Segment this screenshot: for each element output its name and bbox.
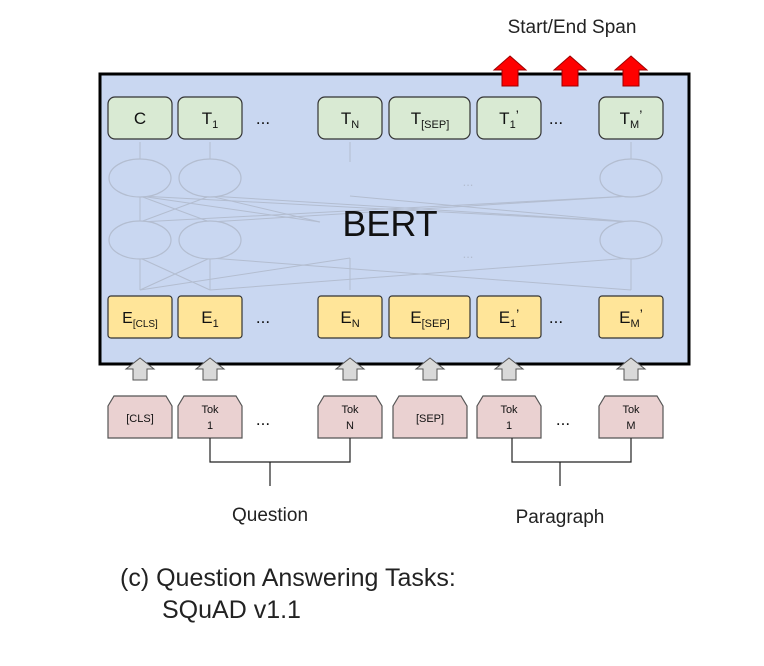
- bert-label: BERT: [342, 203, 437, 244]
- up-arrow-icon: [414, 357, 446, 381]
- svg-text:TM’: TM’: [620, 107, 643, 131]
- svg-text:EM’: EM’: [619, 306, 643, 330]
- hidden-ellipsis-1: ...: [463, 174, 474, 189]
- input-ellipsis-2: ...: [556, 410, 570, 429]
- svg-text:C: C: [134, 109, 146, 128]
- figure-caption: (c) Question Answering Tasks: SQuAD v1.1: [120, 562, 456, 626]
- up-arrow-icon: [334, 357, 366, 381]
- caption-line-2: SQuAD v1.1: [162, 596, 301, 624]
- caption-line-1: (c) Question Answering Tasks:: [120, 564, 456, 592]
- svg-text:E[SEP]: E[SEP]: [410, 308, 449, 330]
- embedding-sep: E[SEP]: [388, 295, 471, 339]
- svg-text:M: M: [626, 420, 635, 432]
- hidden-neurons: [108, 158, 663, 260]
- svg-text:T1: T1: [202, 109, 219, 131]
- svg-text:[SEP]: [SEP]: [416, 413, 444, 425]
- paragraph-bracket: [511, 438, 632, 486]
- output-token-c: C: [107, 96, 173, 140]
- svg-text:N: N: [346, 420, 354, 432]
- embedding-1-prime: E1’: [476, 295, 542, 339]
- up-arrow-icon: [552, 55, 588, 87]
- embedding-ellipsis-2: ...: [549, 308, 563, 327]
- output-token-t1: T1: [177, 96, 243, 140]
- output-ellipsis-2: ...: [549, 109, 563, 128]
- svg-text:T1’: T1’: [499, 107, 519, 131]
- svg-text:T[SEP]: T[SEP]: [411, 109, 450, 131]
- up-arrow-icon: [194, 357, 226, 381]
- question-label: Question: [232, 505, 308, 526]
- input-ellipsis-1: ...: [256, 410, 270, 429]
- svg-text:Tok: Tok: [201, 404, 219, 416]
- up-arrow-icon: [492, 55, 528, 87]
- question-bracket: [209, 438, 351, 486]
- svg-text:EN: EN: [340, 308, 359, 330]
- svg-text:E1: E1: [201, 308, 218, 330]
- start-end-span-label: Start/End Span: [508, 17, 637, 38]
- input-token-tok1-prime: Tok 1: [476, 395, 542, 439]
- hidden-ellipsis-2: ...: [463, 246, 474, 261]
- svg-text:E[CLS]: E[CLS]: [122, 310, 158, 330]
- input-token-tokm: Tok M: [598, 395, 664, 439]
- up-arrow-icon: [124, 357, 156, 381]
- input-token-tok1: Tok 1: [177, 395, 243, 439]
- up-arrow-icon: [615, 357, 647, 381]
- span-arrows: [492, 55, 649, 87]
- svg-text:1: 1: [506, 420, 512, 432]
- input-token-cls: [CLS]: [107, 395, 173, 439]
- up-arrow-icon: [493, 357, 525, 381]
- svg-text:1: 1: [207, 420, 213, 432]
- svg-text:E1’: E1’: [499, 306, 520, 330]
- output-ellipsis-1: ...: [256, 109, 270, 128]
- embedding-m-prime: EM’: [598, 295, 664, 339]
- output-token-tsep: T[SEP]: [388, 96, 471, 140]
- embedding-n: EN: [317, 295, 383, 339]
- input-token-tokn: Tok N: [317, 395, 383, 439]
- embedding-cls: E[CLS]: [107, 295, 173, 339]
- paragraph-label: Paragraph: [516, 507, 605, 528]
- output-token-t1-prime: T1’: [476, 96, 542, 140]
- svg-text:Tok: Tok: [500, 404, 518, 416]
- output-token-tm-prime: TM’: [598, 96, 664, 140]
- embedding-ellipsis-1: ...: [256, 308, 270, 327]
- output-token-tn: TN: [317, 96, 383, 140]
- up-arrow-icon: [613, 55, 649, 87]
- input-arrows: [124, 357, 647, 381]
- svg-text:[CLS]: [CLS]: [126, 413, 154, 425]
- embedding-1: E1: [177, 295, 243, 339]
- svg-text:Tok: Tok: [622, 404, 640, 416]
- network-connections: [139, 142, 632, 291]
- svg-text:TN: TN: [341, 109, 359, 131]
- svg-text:Tok: Tok: [341, 404, 359, 416]
- input-token-sep: [SEP]: [392, 395, 468, 439]
